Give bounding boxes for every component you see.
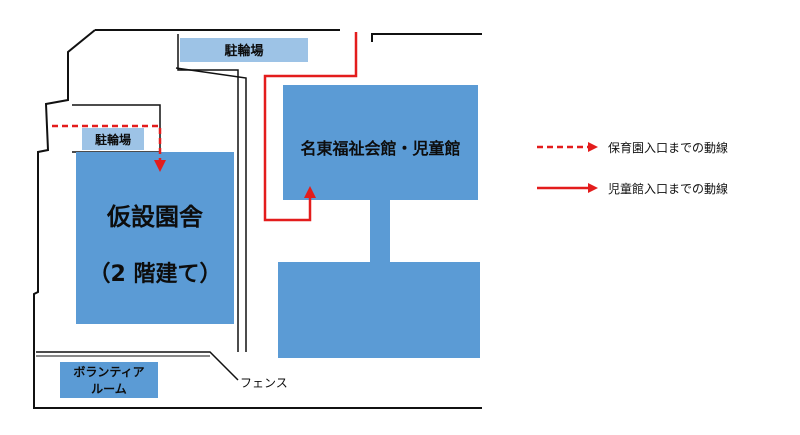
nursery-route-arrowhead [154,160,166,172]
site-boundary-top-right [371,33,482,42]
volunteer-room-label-line1: ボランティア [73,365,145,379]
community-center-label: 名東福祉会館・児童館 [300,139,461,158]
legend-solid-arrowhead [588,183,598,193]
volunteer-room-label-line2: ルーム [91,382,127,396]
driveway-edge-inner [175,67,247,352]
bicycle-parking-left [82,128,144,150]
nursery-route-line [52,124,162,162]
childrens-hall-route-arrowhead [304,186,316,198]
community-center-connector [370,200,390,262]
legend-nursery-route: 保育園入口までの動線 [600,139,728,156]
temporary-building [76,152,234,324]
legend-childrens-hall-route: 児童館入口までの動線 [600,180,728,197]
temporary-building-label-line2: （2 階建て） [88,262,222,287]
community-center-annex [278,262,480,358]
fence-label: フェンス [240,376,288,390]
fence-line [36,351,239,381]
legend-nursery-route-text: 保育園入口までの動線 [608,141,729,155]
temporary-building-label-line1: 仮設園舎 [107,203,203,231]
driveway-edge [177,34,239,352]
volunteer-room [60,362,158,398]
bicycle-parking-top [180,38,308,62]
bicycle-parking-top-label: 駐輪場 [224,44,264,59]
childrens-hall-route-line [263,32,358,222]
site-boundary-wall [33,29,482,409]
community-center-building [283,85,478,200]
legend-childrens-hall-route-text: 児童館入口までの動線 [608,182,729,196]
legend-dashed-arrowhead [588,142,598,152]
bicycle-parking-left-label: 駐輪場 [94,133,131,147]
